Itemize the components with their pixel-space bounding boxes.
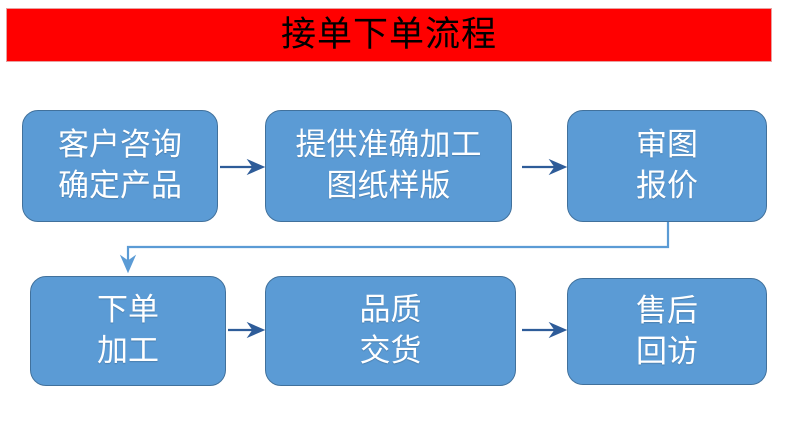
flow-node-line: 交货: [359, 333, 422, 369]
flow-node-line: 加工: [97, 333, 159, 369]
flow-node-customer-inquiry[interactable]: 客户咨询 确定产品: [22, 110, 218, 222]
flow-node-review-quote[interactable]: 审图 报价: [567, 110, 767, 222]
flow-node-line: 图纸样版: [326, 168, 451, 204]
flow-node-line: 下单: [97, 292, 159, 329]
page-title: 接单下单流程: [280, 14, 497, 55]
flow-node-line: 品质: [359, 292, 422, 329]
flow-node-line: 客户咨询: [58, 127, 182, 164]
title-banner: 接单下单流程: [6, 8, 772, 62]
flow-node-after-sales-followup[interactable]: 售后 回访: [567, 278, 767, 385]
flow-node-quality-delivery[interactable]: 品质 交货: [265, 276, 516, 386]
flow-node-line: 提供准确加工: [295, 127, 482, 164]
flow-node-line: 售后: [636, 292, 698, 329]
flow-node-line: 确定产品: [58, 168, 182, 204]
flow-node-provide-drawings[interactable]: 提供准确加工 图纸样版: [265, 110, 512, 222]
flow-node-line: 回访: [636, 333, 698, 370]
flow-node-line: 审图: [636, 127, 698, 164]
flow-node-line: 报价: [636, 168, 698, 204]
flow-node-place-order-process[interactable]: 下单 加工: [30, 276, 226, 386]
elbow-node3-to-node4: [119, 222, 670, 274]
